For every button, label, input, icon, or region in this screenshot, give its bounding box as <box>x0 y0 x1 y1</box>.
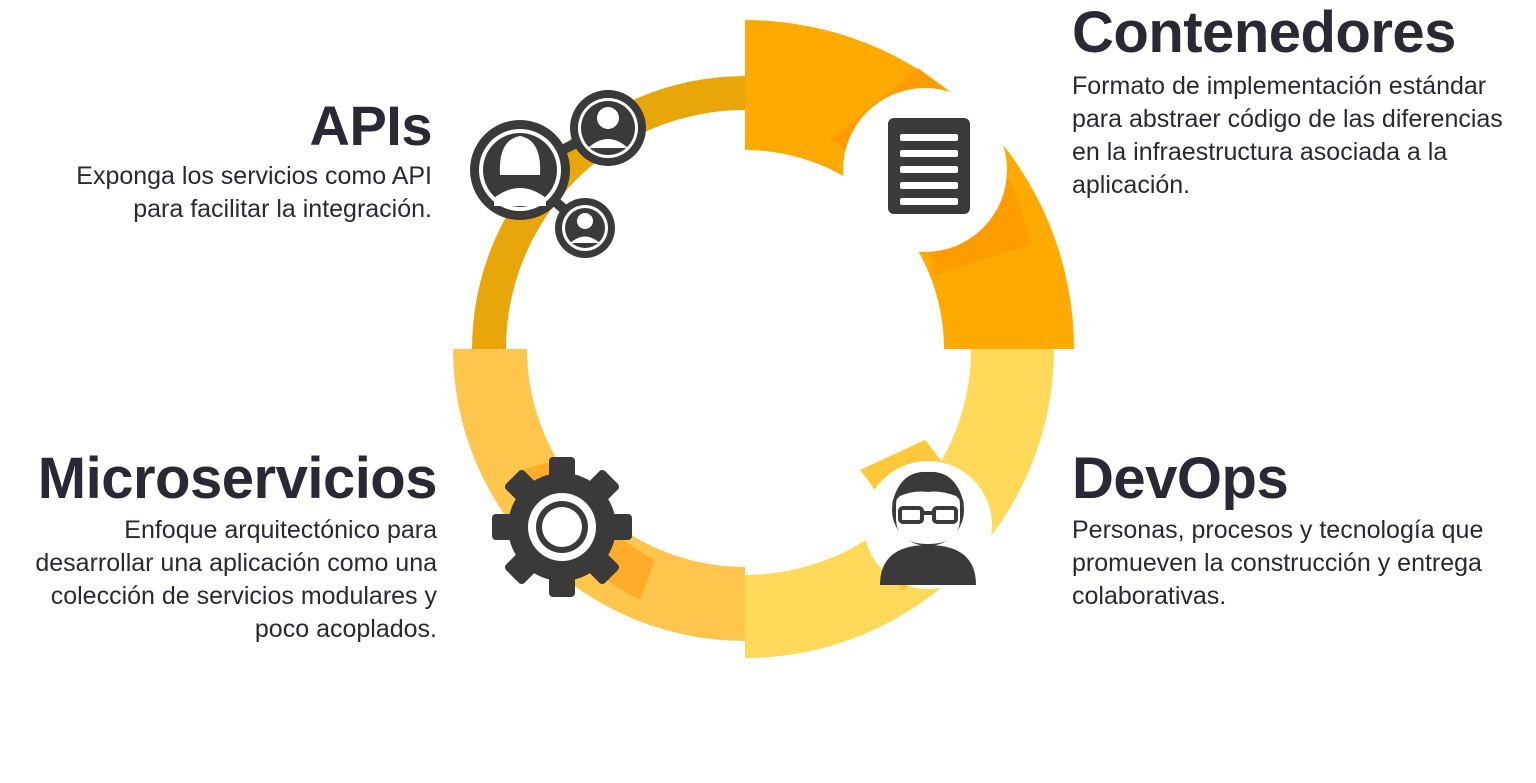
document-icon <box>843 88 1007 252</box>
user-network-icon <box>470 90 646 258</box>
section-title: Contenedores <box>1072 0 1456 65</box>
segment-devops <box>745 349 1054 658</box>
section-description: Enfoque arquitectónico para desarrollar … <box>35 516 437 643</box>
gear-icon <box>492 457 632 597</box>
developer-icon <box>864 461 992 589</box>
section-title: Microservicios <box>37 446 438 511</box>
section-devops: DevOps Personas, procesos y tecnología q… <box>1072 450 1532 613</box>
section-description: Personas, procesos y tecnología que prom… <box>1072 516 1484 610</box>
section-description: Exponga los servicios como API para faci… <box>76 162 432 223</box>
segment-microservicios <box>453 349 745 641</box>
section-apis: APIs Exponga los servicios como API para… <box>60 98 432 226</box>
section-microservicios: Microservicios Enfoque arquitectónico pa… <box>10 450 437 646</box>
section-title: DevOps <box>1072 446 1289 511</box>
section-title: APIs <box>309 94 433 157</box>
section-description: Formato de implementación estándar para … <box>1072 72 1503 199</box>
section-contenedores: Contenedores Formato de implementación e… <box>1072 4 1536 202</box>
